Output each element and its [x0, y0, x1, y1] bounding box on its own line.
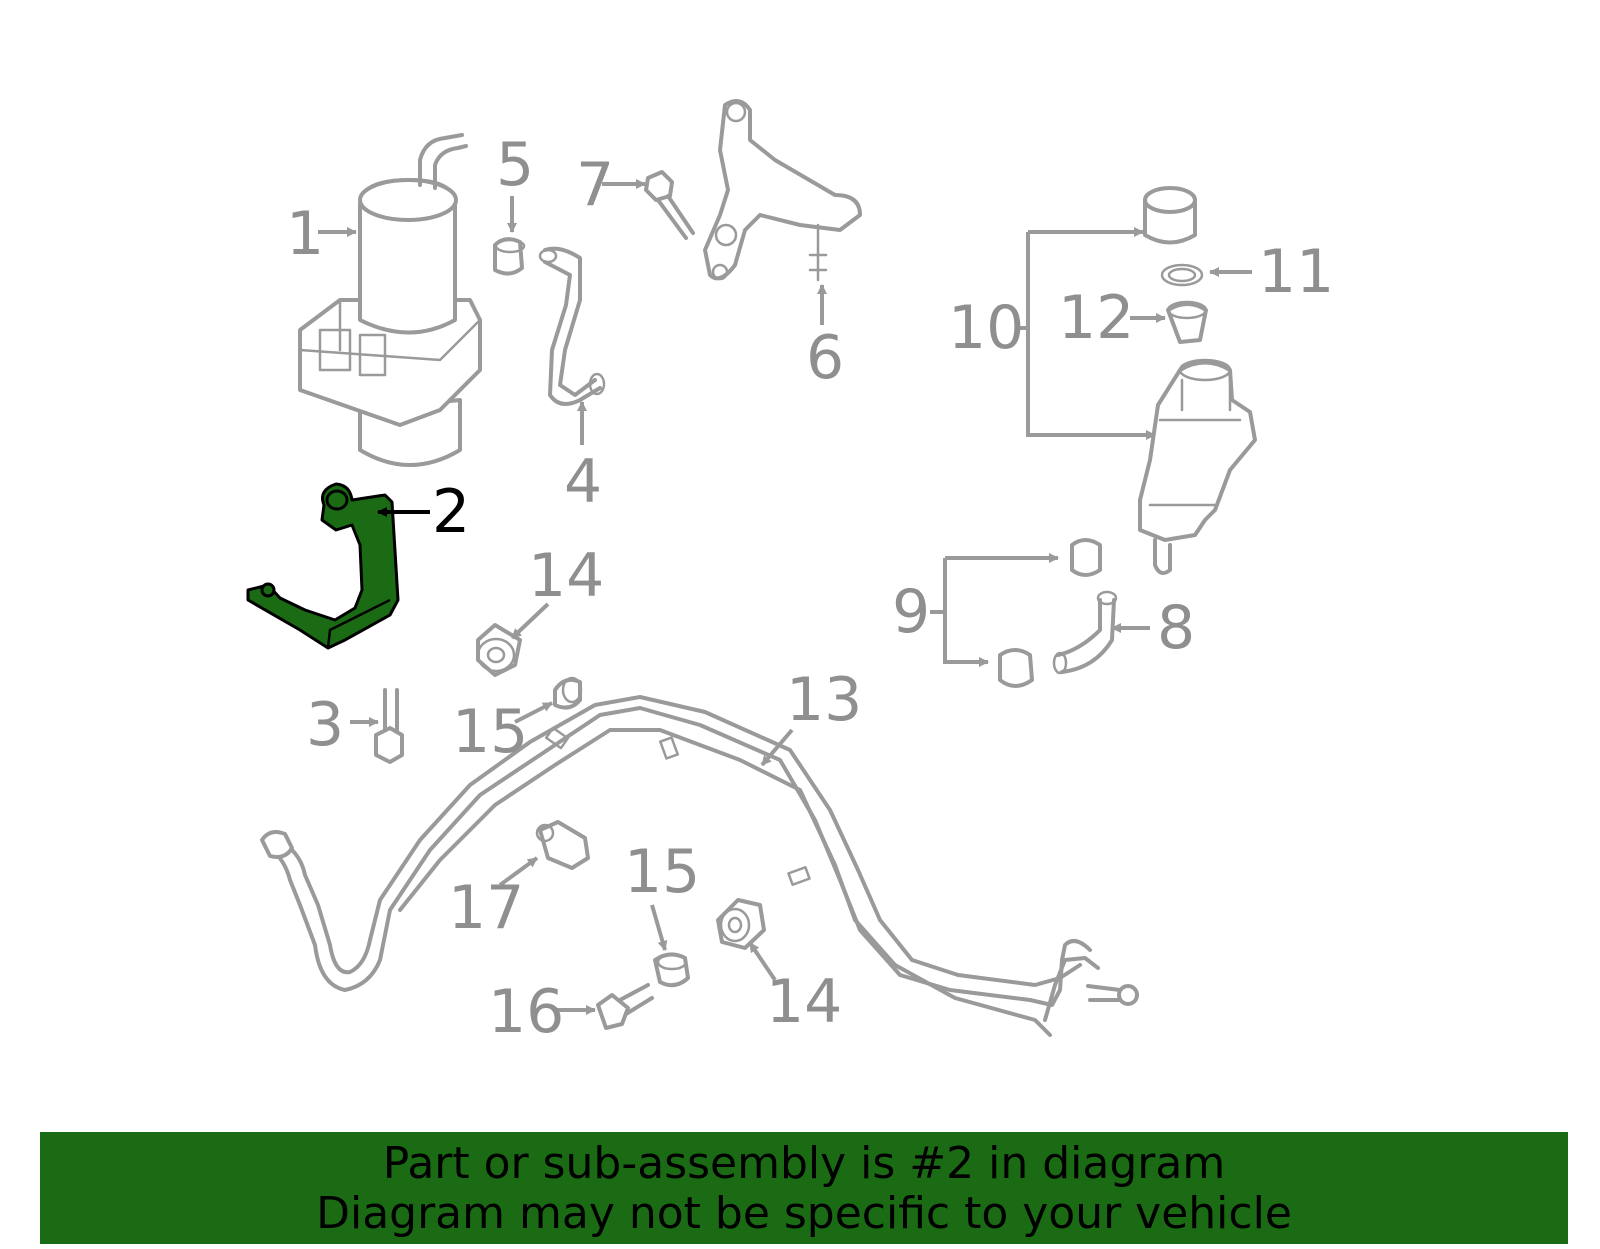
part-7-bolt[interactable] — [644, 170, 695, 240]
part-13-hose-assembly[interactable] — [260, 695, 1139, 1037]
part-5-clamp[interactable] — [493, 237, 526, 276]
callout-7: 7 — [576, 150, 614, 220]
part-3-bolt[interactable] — [374, 688, 404, 764]
callout-labels: 1 2 3 4 5 6 7 8 9 10 11 12 13 14 14 15 1… — [286, 130, 1334, 1047]
part-4-hose[interactable] — [538, 246, 606, 406]
part-14-grommet-lower[interactable] — [716, 898, 766, 950]
callout-3: 3 — [306, 690, 344, 760]
callout-1: 1 — [286, 199, 324, 269]
part-15-sleeve-lower[interactable] — [653, 952, 690, 988]
callout-8: 8 — [1157, 593, 1195, 663]
callout-11: 11 — [1258, 237, 1334, 307]
part-1-pump[interactable] — [298, 133, 482, 467]
leader-lines — [318, 179, 1252, 1015]
callout-6: 6 — [806, 323, 844, 393]
callout-14-lower: 14 — [766, 967, 842, 1037]
part-8-hose[interactable] — [1052, 590, 1118, 675]
part-6-bracket[interactable] — [703, 99, 862, 282]
callout-2: 2 — [432, 477, 470, 547]
callout-15-lower: 15 — [624, 837, 700, 907]
part-16-bolt[interactable] — [596, 983, 654, 1030]
callout-9: 9 — [892, 577, 930, 647]
part-17-sensor[interactable] — [535, 820, 590, 870]
callout-10: 10 — [948, 293, 1024, 363]
part-14-grommet-upper[interactable] — [476, 623, 522, 677]
callout-13: 13 — [786, 665, 862, 735]
banner-line-2: Diagram may not be specific to your vehi… — [316, 1188, 1292, 1239]
part-2-bracket-highlighted[interactable] — [246, 482, 400, 650]
part-15-sleeve-upper[interactable] — [553, 676, 583, 710]
callout-17: 17 — [448, 873, 524, 943]
callout-16: 16 — [488, 977, 564, 1047]
info-banner: Part or sub-assembly is #2 in diagram Di… — [40, 1132, 1568, 1244]
callout-14-upper: 14 — [528, 541, 604, 611]
callout-5: 5 — [496, 130, 534, 200]
part-10-reservoir[interactable] — [1138, 186, 1257, 576]
callout-12: 12 — [1058, 283, 1134, 353]
banner-line-1: Part or sub-assembly is #2 in diagram — [382, 1138, 1226, 1189]
part-9-clamps[interactable] — [998, 538, 1102, 688]
callout-15-upper: 15 — [452, 697, 528, 767]
callout-4: 4 — [564, 447, 602, 517]
